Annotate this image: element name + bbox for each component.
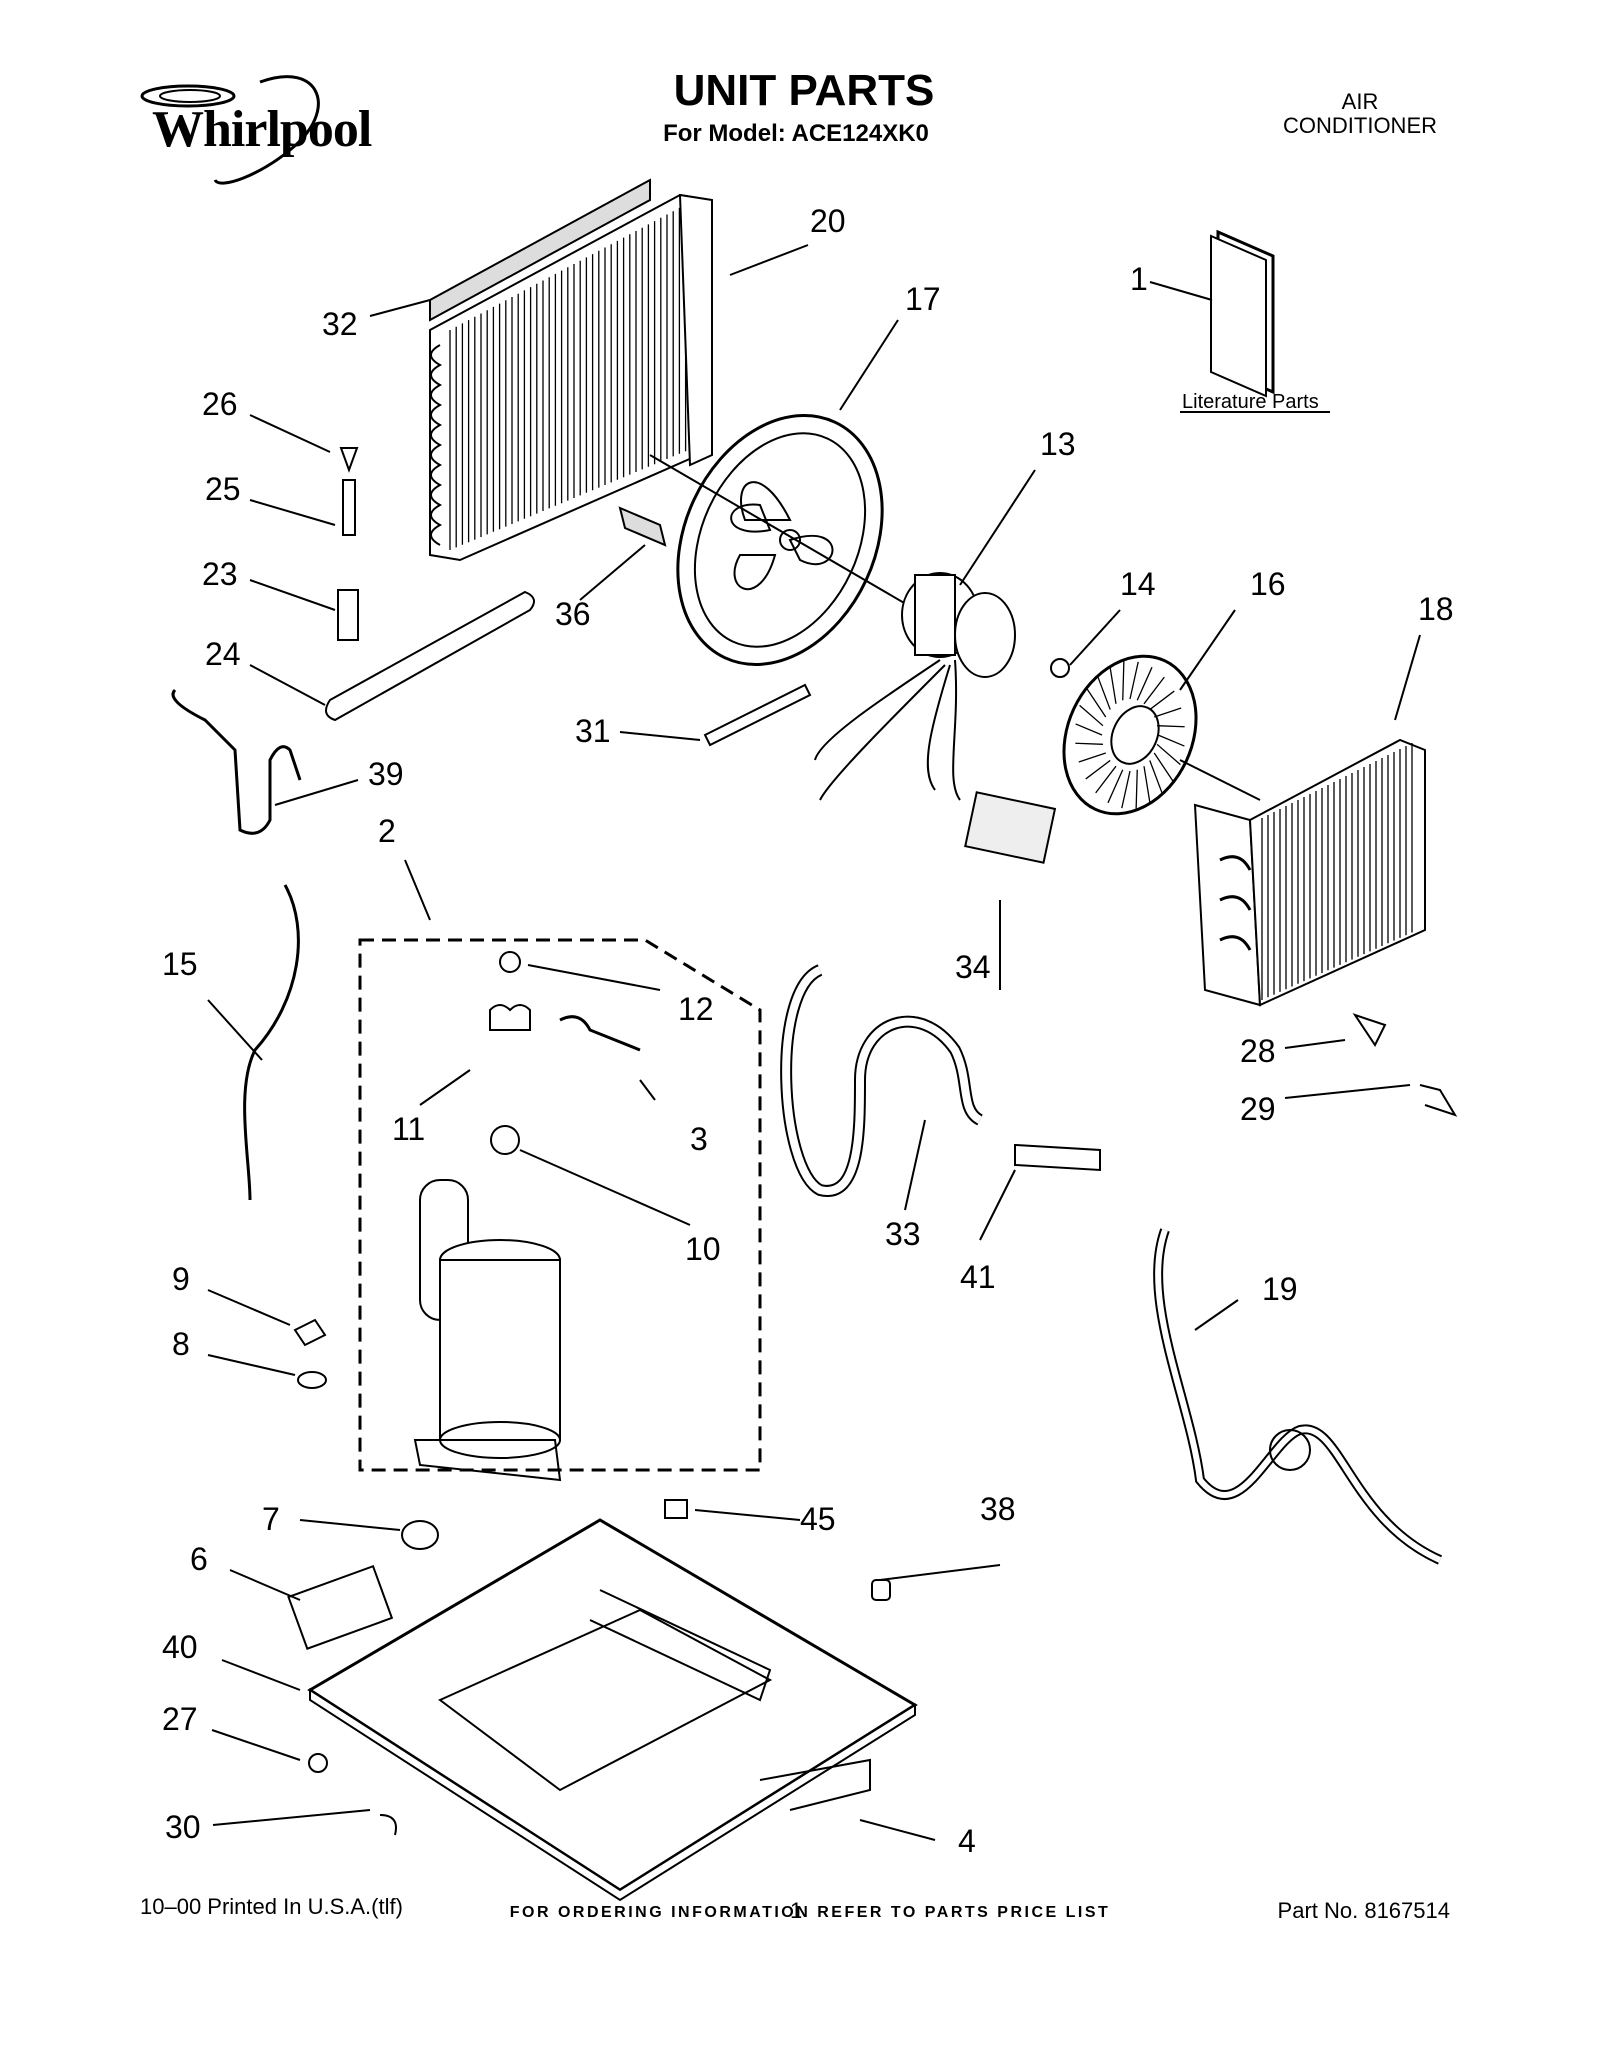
callout-41: 41 xyxy=(960,1259,996,1295)
callout-30: 30 xyxy=(165,1809,201,1845)
callout-36: 36 xyxy=(555,596,591,632)
callout-14: 14 xyxy=(1120,566,1156,602)
blower-wheel xyxy=(1062,654,1261,816)
callout-25: 25 xyxy=(205,471,241,507)
part-number: Part No. 8167514 xyxy=(1277,1898,1450,1923)
callout-12: 12 xyxy=(678,991,714,1027)
callout-8: 8 xyxy=(172,1326,190,1362)
refrigerant-tubing xyxy=(780,964,1443,1565)
callout-38: 38 xyxy=(980,1491,1016,1527)
callout-18: 18 xyxy=(1418,591,1454,627)
callout-3: 3 xyxy=(690,1121,708,1157)
fan-motor xyxy=(814,572,1070,801)
model-line: For Model: ACE124XK0 xyxy=(663,120,929,147)
callout-1: 1 xyxy=(1130,261,1148,297)
callout-26: 26 xyxy=(202,386,238,422)
callout-24: 24 xyxy=(205,636,241,672)
callout-34: 34 xyxy=(955,949,991,985)
callout-9: 9 xyxy=(172,1261,190,1297)
callout-19: 19 xyxy=(1262,1271,1298,1307)
print-info: 10–00 Printed In U.S.A.(tlf) xyxy=(140,1894,403,1919)
foam-block xyxy=(964,791,1057,864)
callout-2: 2 xyxy=(378,813,396,849)
callout-leaders xyxy=(207,244,1421,1841)
ordering-info: FOR ORDERING INFORMATION REFER TO PARTS … xyxy=(509,1904,1111,1921)
page-title: UNIT PARTS xyxy=(673,66,935,115)
callout-39: 39 xyxy=(368,756,404,792)
callout-45: 45 xyxy=(800,1501,836,1537)
literature-booklet xyxy=(1180,229,1330,413)
callout-20: 20 xyxy=(810,203,846,239)
callout-7: 7 xyxy=(262,1501,280,1537)
callout-23: 23 xyxy=(202,556,238,592)
callout-15: 15 xyxy=(162,946,198,982)
brand-swirl-icon xyxy=(140,75,320,185)
literature-parts-caption: Literature Parts xyxy=(1182,391,1319,413)
callout-33: 33 xyxy=(885,1216,921,1252)
insulation-strip xyxy=(618,506,667,547)
callout-17: 17 xyxy=(905,281,941,317)
page-number: 1 xyxy=(790,1898,803,1923)
callout-10: 10 xyxy=(685,1231,721,1267)
callout-40: 40 xyxy=(162,1629,198,1665)
drain-tubing xyxy=(171,447,535,835)
base-pan xyxy=(287,1518,918,1902)
callout-labels: 1 2 3 4 6 7 8 9 10 11 12 13 14 15 16 17 … xyxy=(162,203,1454,1859)
callout-32: 32 xyxy=(322,306,358,342)
cable-tie xyxy=(703,683,812,747)
small-hardware xyxy=(293,1013,1458,1836)
wire-harness xyxy=(243,884,300,1201)
callout-6: 6 xyxy=(190,1541,208,1577)
callout-29: 29 xyxy=(1240,1091,1276,1127)
callout-11: 11 xyxy=(392,1111,425,1147)
callout-27: 27 xyxy=(162,1701,198,1737)
evaporator-coil xyxy=(1193,738,1426,1007)
fan-shroud xyxy=(649,414,931,666)
brand-logo: Whirlpool xyxy=(152,101,372,158)
callout-4: 4 xyxy=(958,1823,976,1859)
callout-31: 31 xyxy=(575,713,611,749)
condenser-coil xyxy=(429,178,713,562)
product-category: AIR CONDITIONER xyxy=(1283,89,1437,138)
compressor-assembly xyxy=(358,938,762,1482)
callout-28: 28 xyxy=(1240,1033,1276,1069)
callout-13: 13 xyxy=(1040,426,1076,462)
callout-16: 16 xyxy=(1250,566,1286,602)
